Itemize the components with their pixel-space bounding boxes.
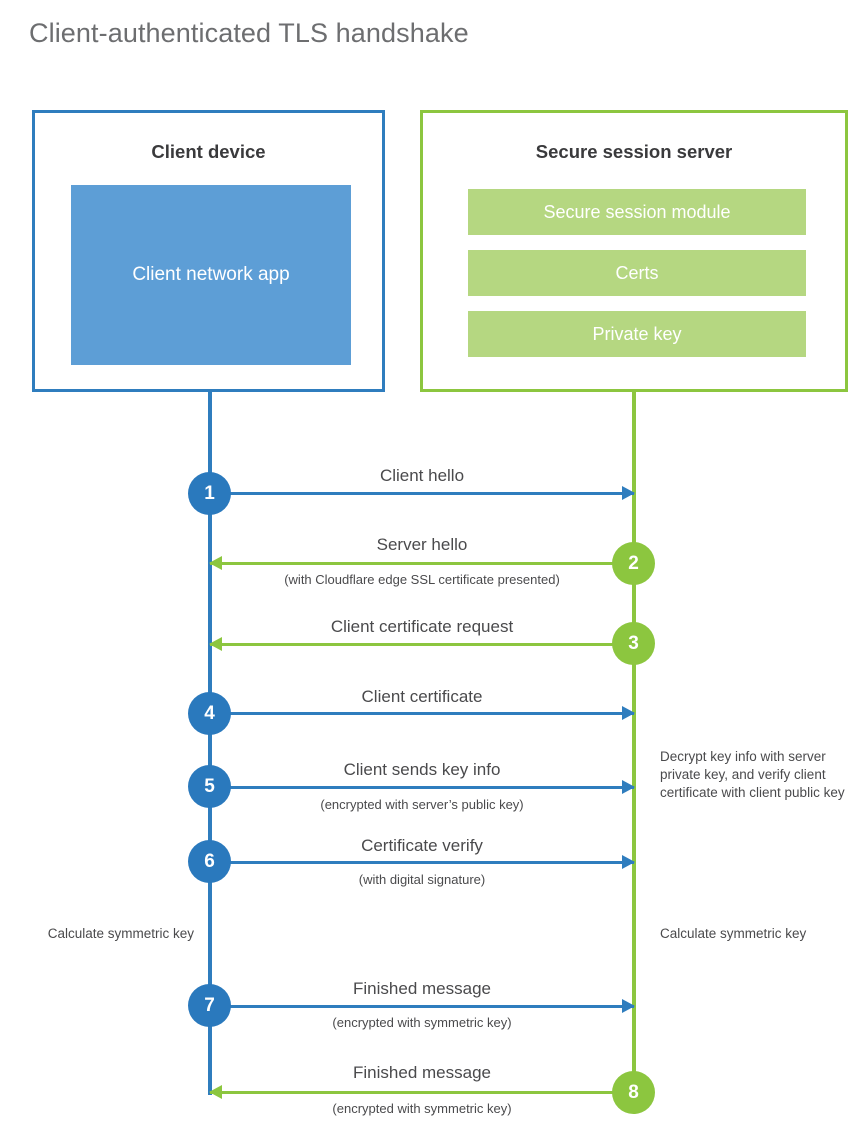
step-7-label: Finished message xyxy=(353,979,491,998)
step-4-arrow xyxy=(210,706,635,720)
step-7-sublabel: (encrypted with symmetric key) xyxy=(332,1015,512,1030)
step-4-number: 4 xyxy=(188,692,231,735)
server-component-certs: Certs xyxy=(468,250,806,296)
step-6-label: Certificate verify xyxy=(361,836,483,855)
step-5-label: Client sends key info xyxy=(343,760,501,779)
client-device-box: Client device Client network app xyxy=(32,110,385,392)
step-2-arrow xyxy=(209,556,634,570)
step-4-label: Client certificate xyxy=(361,687,483,706)
secure-session-server-title: Secure session server xyxy=(535,141,733,162)
server-component-private-key: Private key xyxy=(468,311,806,357)
step-7-number: 7 xyxy=(188,984,231,1027)
server-lifeline xyxy=(632,392,636,1095)
step-8-label: Finished message xyxy=(353,1063,491,1082)
client-device-title: Client device xyxy=(151,141,266,162)
client-lifeline xyxy=(208,392,212,1095)
client-calculate-symmetric-key-note: Calculate symmetric key xyxy=(47,926,194,941)
step-6-sublabel: (with digital signature) xyxy=(358,872,486,887)
step-2-number: 2 xyxy=(612,542,655,585)
step-3-number: 3 xyxy=(612,622,655,665)
page-title: Client-authenticated TLS handshake xyxy=(29,18,469,48)
step-3-label: Client certificate request xyxy=(330,617,514,636)
client-network-app-block: Client network app xyxy=(71,185,351,365)
server-decrypt-note: Decrypt key info with server private key… xyxy=(660,749,845,800)
step-5-arrow xyxy=(210,780,635,794)
step-8-number: 8 xyxy=(612,1071,655,1114)
server-component-secure-session-module: Secure session module xyxy=(468,189,806,235)
step-6-arrow xyxy=(210,855,635,869)
step-1-number: 1 xyxy=(188,472,231,515)
step-2-label: Server hello xyxy=(376,535,468,554)
step-6-number: 6 xyxy=(188,840,231,883)
server-calculate-symmetric-key-note: Calculate symmetric key xyxy=(660,926,807,941)
step-3-arrow xyxy=(209,637,634,651)
step-8-sublabel: (encrypted with symmetric key) xyxy=(332,1101,512,1116)
step-5-number: 5 xyxy=(188,765,231,808)
server-component-list: Secure session module Certs Private key xyxy=(468,189,806,372)
secure-session-server-box: Secure session server Secure session mod… xyxy=(420,110,848,392)
step-1-label: Client hello xyxy=(379,466,465,485)
step-7-arrow xyxy=(210,999,635,1013)
step-2-sublabel: (with Cloudflare edge SSL certificate pr… xyxy=(284,572,560,587)
step-8-arrow xyxy=(209,1085,634,1099)
step-5-sublabel: (encrypted with server’s public key) xyxy=(320,797,524,812)
step-1-arrow xyxy=(210,486,635,500)
